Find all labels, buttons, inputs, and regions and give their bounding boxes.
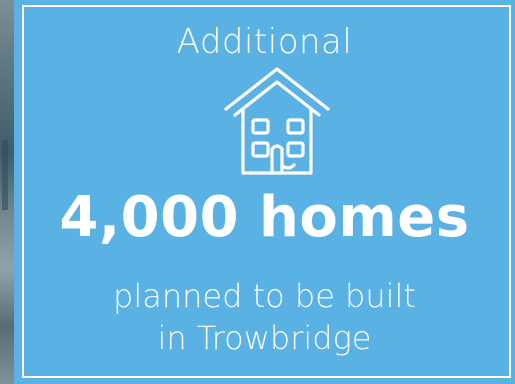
infographic-card: Additional 4,000 homes planned — [14, 0, 515, 384]
subline-1: planned to be built — [113, 277, 416, 315]
subline-2: in Trowbridge — [157, 319, 372, 357]
card-frame — [22, 5, 511, 378]
kicker-text: Additional — [176, 22, 353, 62]
headline-number: 4,000 homes — [59, 185, 470, 250]
background-photo-edge — [0, 0, 14, 384]
house-outline-icon — [222, 65, 332, 180]
